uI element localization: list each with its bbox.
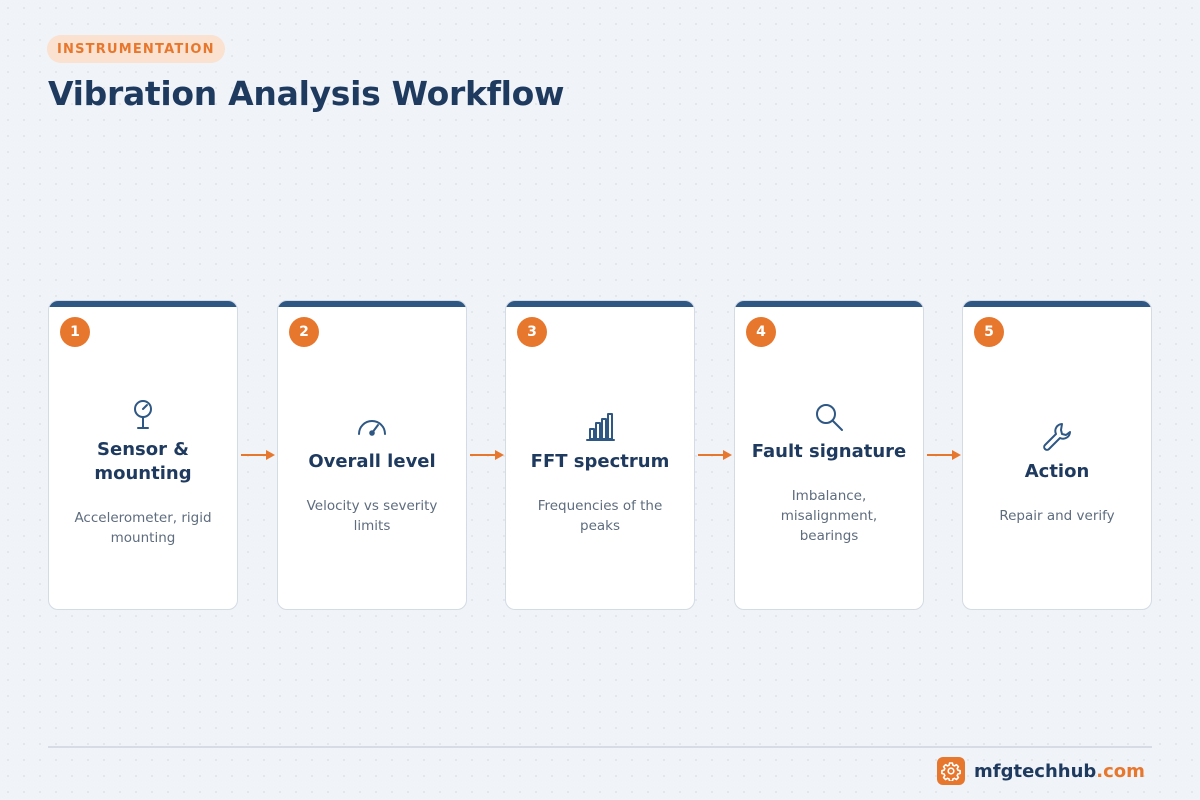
card-top-bar [735,301,923,307]
step-label: Fault signature [751,440,907,462]
step-description: Repair and verify [999,507,1115,524]
step-number-badge: 1 [60,317,90,347]
flow-arrow-3 [698,450,732,460]
step-card-4: 4 Fault signature Imbalance, misalignmen… [734,300,924,610]
flow-arrow-2 [470,450,504,460]
step-card-2: 2 Overall level Velocity vs severity lim… [277,300,467,610]
step-description: Velocity vs severity limits [306,497,438,534]
category-tag: INSTRUMENTATION [47,35,225,63]
step-label: FFT spectrum [530,450,670,472]
step-label: Overall level [308,450,436,472]
brand-tld: .com [1096,760,1145,782]
step-number-badge: 5 [974,317,1004,347]
speedometer-icon [355,410,389,444]
bar-chart-icon [583,410,617,444]
card-top-bar [278,301,466,307]
sensor-gauge-icon [126,398,160,432]
footer-divider [48,746,1152,748]
card-top-bar [49,301,237,307]
gear-icon [937,757,965,785]
step-card-5: 5 Action Repair and verify [962,300,1152,610]
brand-name: mfgtechhub.com [974,761,1145,782]
step-description: Imbalance, misalignment, bearings [780,487,878,544]
flow-arrow-4 [927,450,961,460]
step-card-1: 1 Sensor & mounting Accelerometer, rigid… [48,300,238,610]
brand-logo[interactable]: mfgtechhub.com [937,757,1145,785]
step-card-3: 3 FFT spectrum Frequencies of the peaks [505,300,695,610]
step-description: Accelerometer, rigid mounting [74,509,212,546]
brand-name-text: mfgtechhub [974,760,1097,782]
step-label: Action [1024,460,1090,482]
step-number-badge: 4 [746,317,776,347]
step-description: Frequencies of the peaks [537,497,663,534]
step-number-badge: 3 [517,317,547,347]
wrench-icon [1040,420,1074,454]
magnifier-icon [812,400,846,434]
step-label: Sensor & mounting [94,438,192,484]
card-top-bar [506,301,694,307]
page-title: Vibration Analysis Workflow [48,74,565,113]
step-number-badge: 2 [289,317,319,347]
flow-arrow-1 [241,450,275,460]
card-top-bar [963,301,1151,307]
